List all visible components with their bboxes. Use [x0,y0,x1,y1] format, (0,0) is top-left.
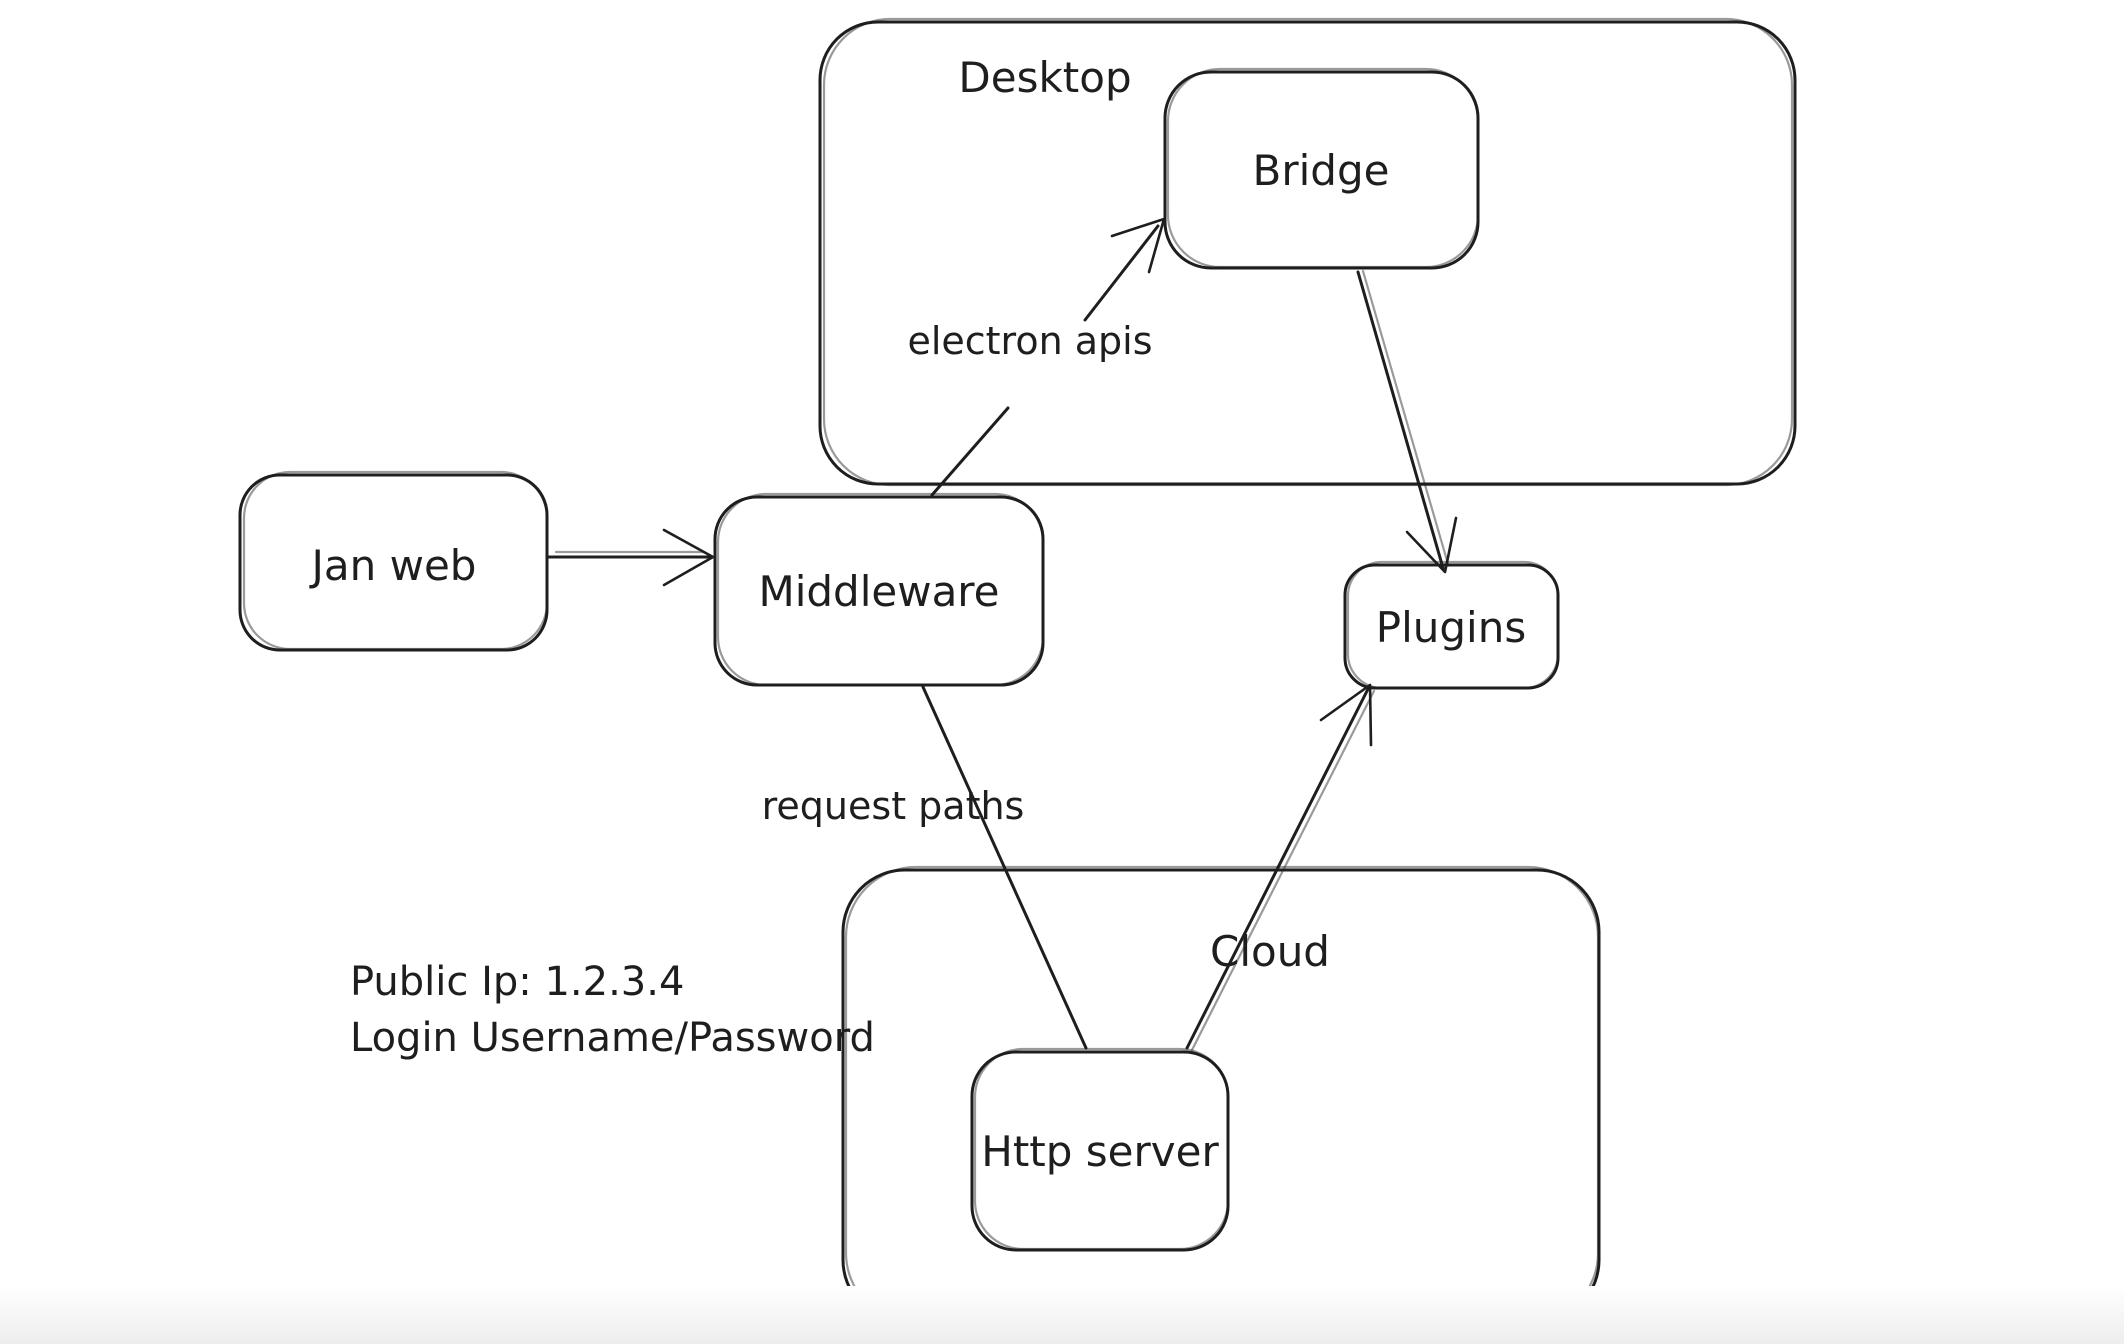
middleware-label: Middleware [758,567,999,616]
edge-jan-web-to-middleware[interactable] [545,528,715,587]
arrow-head [1110,217,1166,274]
arrow-line [1185,685,1371,1050]
bottom-fade [0,1286,2124,1344]
node-jan-web[interactable]: Jan web [238,470,549,652]
node-middleware[interactable]: Middleware [713,492,1045,687]
node-http-server[interactable]: Http server [970,1047,1230,1252]
edge-bridge-to-plugins[interactable] [1356,269,1458,574]
bridge-label: Bridge [1253,146,1390,195]
desktop-box[interactable] [818,20,1797,486]
desktop-label: Desktop [958,53,1131,102]
arrow-line [1356,270,1445,570]
electron-apis-edge-label: electron apis [907,319,1152,363]
plugins-box[interactable] [1343,563,1560,690]
arrow-line-segment-2 [1083,224,1160,322]
login-annotation[interactable]: Login Username/Password [350,1015,875,1061]
jan-web-box[interactable] [238,473,549,652]
middleware-box[interactable] [713,495,1045,687]
arrow-line-echo [1190,689,1376,1052]
cloud-label: Cloud [1210,927,1330,976]
edge-middleware-to-bridge[interactable]: electron apis [907,217,1166,497]
edge-middleware-to-http-server[interactable]: request paths [762,685,1088,1050]
arrow-head [662,528,715,587]
request-paths-edge-label: request paths [762,784,1025,828]
bridge-box[interactable] [1163,70,1480,270]
http-server-label: Http server [981,1127,1219,1176]
connector-line [921,685,1088,1050]
node-plugins[interactable]: Plugins [1343,560,1560,690]
arrow-head [1405,516,1458,574]
public-ip-annotation[interactable]: Public Ip: 1.2.3.4 [350,959,684,1005]
plugins-label: Plugins [1376,603,1526,652]
container-desktop[interactable]: Desktop [818,17,1797,487]
arrow-line-segment-1 [930,406,1010,497]
node-bridge[interactable]: Bridge [1163,67,1480,270]
edge-http-server-to-plugins[interactable] [1185,683,1376,1052]
jan-web-label: Jan web [309,541,477,590]
http-server-box[interactable] [970,1050,1230,1252]
arrow-head [1319,683,1373,747]
arrow-line-echo [1361,269,1450,566]
